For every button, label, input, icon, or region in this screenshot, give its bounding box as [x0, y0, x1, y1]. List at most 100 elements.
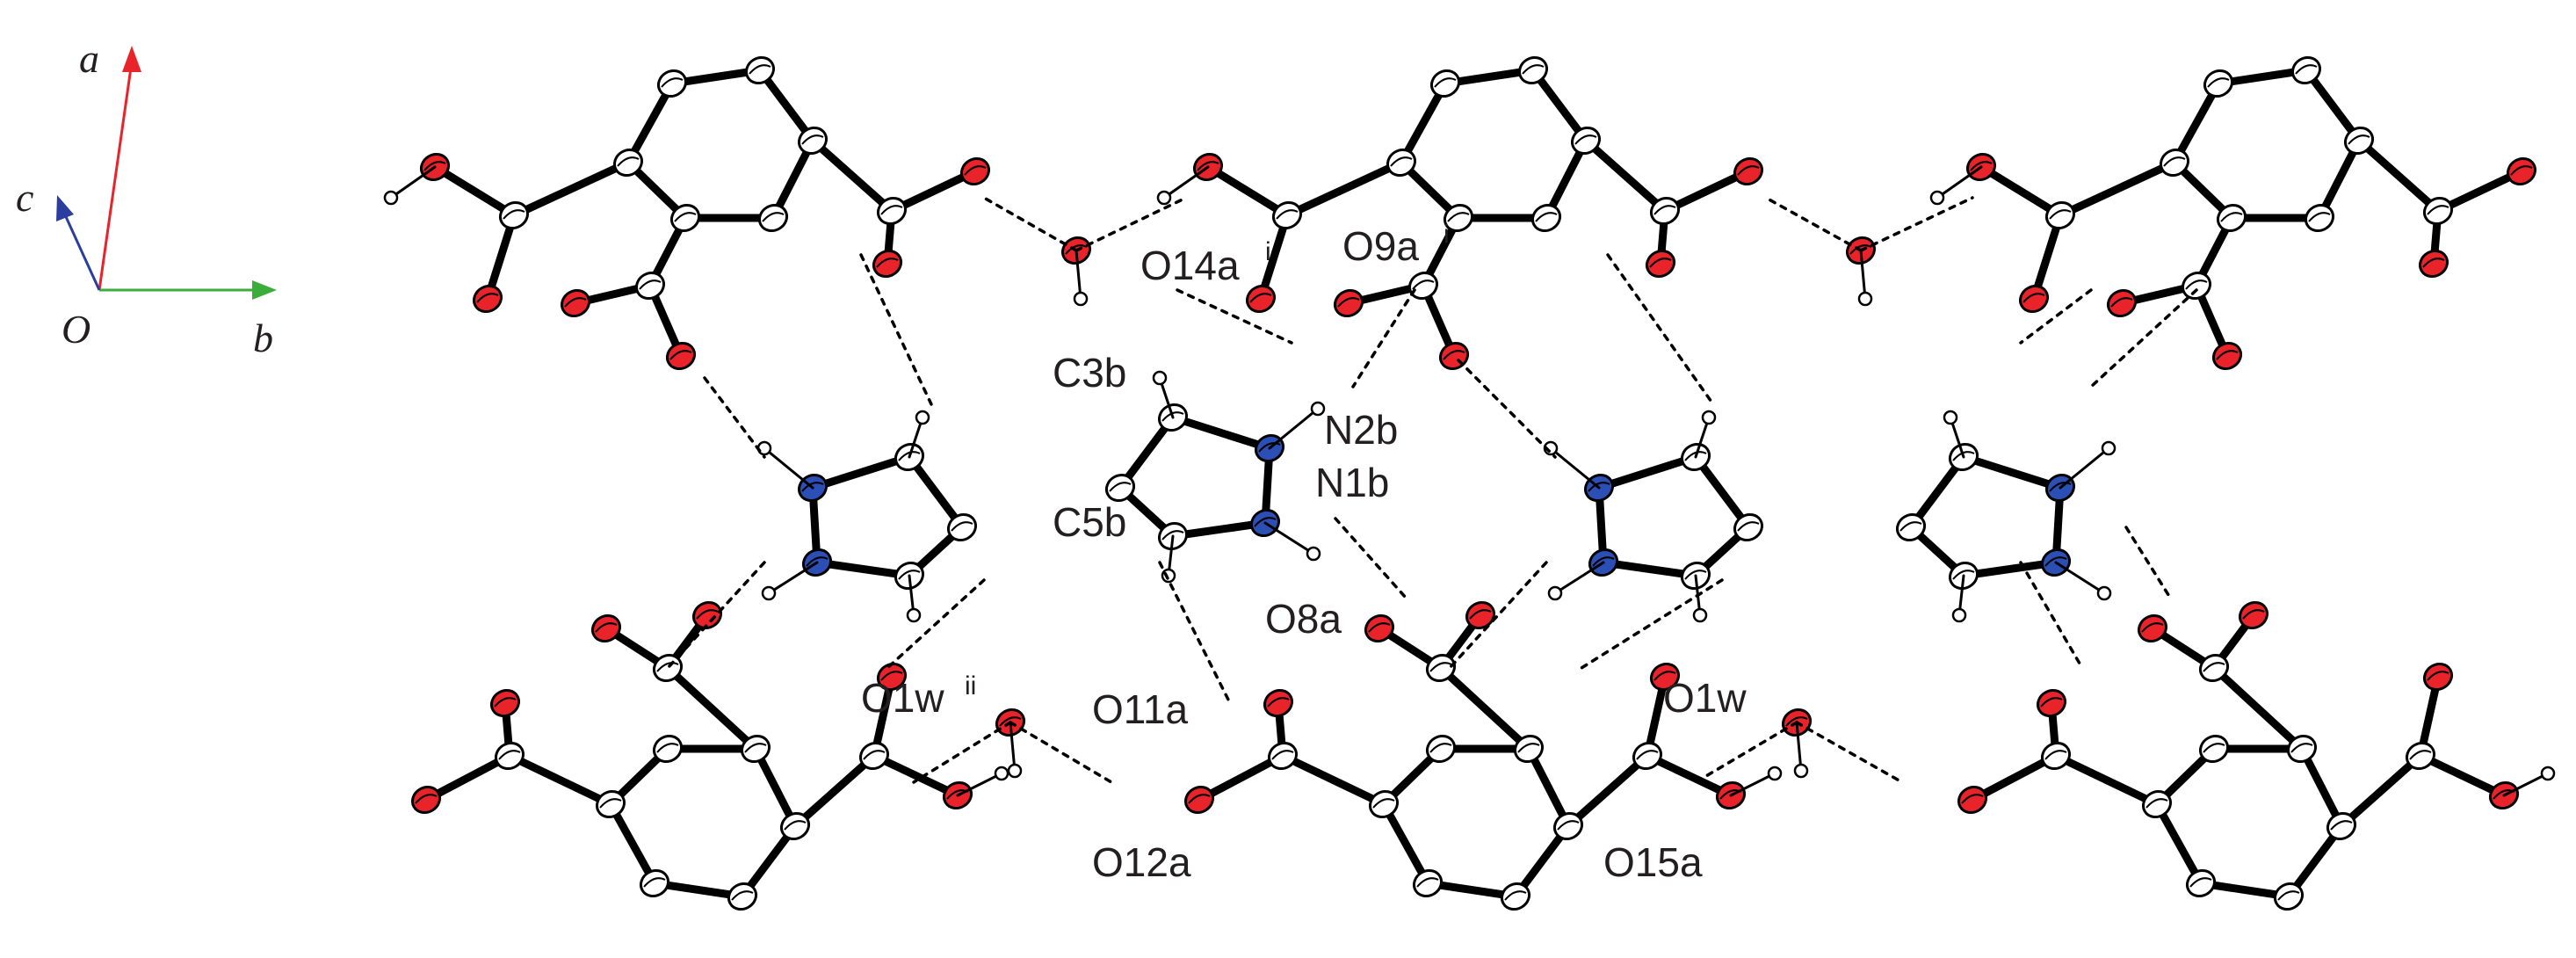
carbon-atom [946, 512, 978, 542]
axis-a-arrowhead [122, 46, 141, 72]
label-o1w-left: O1w [861, 675, 944, 721]
label-o11a: O11a [1092, 686, 1189, 732]
carboxyl-bond [808, 136, 896, 215]
hydrogen-atom [1951, 607, 1967, 623]
hydrogen-atom [761, 585, 777, 601]
oh-bond [2502, 772, 2550, 797]
carboxyl-bond [2056, 158, 2179, 220]
ring-bond [813, 558, 914, 580]
oxygen-atom [872, 249, 903, 279]
co-bond [1661, 167, 1753, 215]
ring-bond [1169, 413, 1274, 453]
oxygen-atom [2106, 288, 2138, 318]
carbon-atom [652, 734, 684, 764]
oxygen-atom [1333, 288, 1364, 318]
oxygen-atom [590, 613, 622, 643]
nh-bond [1549, 446, 1601, 490]
co-bond [1256, 211, 1292, 303]
hydrogen-bond [1457, 359, 1557, 459]
hydrogen-bond [982, 196, 1078, 252]
ring-bond [2302, 66, 2363, 145]
oxygen-atom [2422, 662, 2454, 692]
carbon-atom [1412, 868, 1444, 898]
hydrogen-atom [1692, 607, 1708, 623]
oh-bond [1795, 721, 1803, 773]
carboxyl-bond [1436, 664, 1533, 753]
hydrogen-atom [2101, 440, 2117, 456]
hydrogen-atom [1152, 370, 1168, 386]
co-bond [887, 167, 980, 215]
carbon-atom [727, 882, 758, 911]
oxygen-atom [665, 341, 697, 371]
axis-origin-label: O [62, 307, 90, 352]
hydrogen-atom [1161, 568, 1176, 584]
hydrogen-atom [1306, 546, 1321, 562]
carbon-atom [2216, 203, 2247, 233]
carbon-atom [740, 734, 771, 764]
oxygen-atom [1957, 785, 1988, 815]
hydrogen-atom [1701, 410, 1717, 425]
carboxyl-bond [791, 751, 879, 831]
carbon-atom [744, 55, 776, 85]
label-n1b: N1b [1315, 460, 1389, 505]
nh-bond [1553, 561, 1605, 595]
label-o1w-left-sup: ii [965, 671, 976, 700]
oxygen-atom [2036, 688, 2067, 718]
ring-bond [1595, 453, 1700, 492]
oh-bond [1162, 165, 1210, 200]
ring-bond [1397, 79, 1450, 167]
carboxyl-bond [1564, 751, 1652, 831]
hydrogen-bond [703, 376, 766, 459]
co-bond [2030, 211, 2065, 303]
carbon-atom [1552, 811, 1584, 841]
carbon-atom [1733, 512, 1764, 542]
oxygen-atom [1364, 613, 1395, 643]
carbon-atom [2304, 203, 2335, 233]
hydrogen-atom [383, 190, 399, 206]
hydrogen-bond [1158, 561, 1232, 705]
ring-bond [1959, 453, 2065, 492]
carbon-atom [2141, 789, 2173, 819]
carboxyl-bond [2355, 136, 2442, 215]
hydrogen-atom [1156, 190, 1172, 206]
atom-labels: O14a i O9a i C3b N2b N1b C5b O8a O1w ii … [861, 220, 1747, 885]
hydrogen-bond [1795, 721, 1904, 784]
carbon-atom [1530, 203, 1562, 233]
oxygen-atom [1245, 284, 1277, 314]
carbon-atom [2343, 126, 2375, 156]
hydrogen-bond [859, 253, 933, 406]
co-bond [422, 751, 514, 804]
nh-bond [2059, 446, 2110, 490]
hydrogen-bond [2019, 561, 2084, 670]
carbon-atom [1386, 148, 1417, 178]
co-bond [1195, 751, 1287, 804]
oxygen-atom [2018, 284, 2050, 314]
nh-bond [767, 561, 819, 595]
oxygen-atom [2137, 613, 2168, 643]
carbon-atom [1407, 271, 1439, 301]
carbon-atom [2290, 55, 2322, 85]
hydrogen-bond [886, 578, 986, 670]
oxygen-atom [1649, 662, 1681, 692]
hydrogen-bond [1859, 196, 1974, 252]
co-bond [1977, 163, 2065, 220]
hydrogen-atom [994, 766, 1009, 781]
oh-bond [956, 772, 1003, 797]
carbon-atom [669, 203, 701, 233]
hydrogen-bond [1694, 721, 1798, 784]
carboxyl-bond [505, 751, 615, 809]
carboxyl-bond [663, 664, 760, 753]
co-bond [2434, 167, 2526, 215]
carbon-atom [2040, 741, 2072, 771]
ring-bond [1529, 66, 1590, 145]
hydrogen-bond [1351, 288, 1416, 388]
molecules-layer [383, 55, 2556, 911]
oxygen-atom [959, 156, 991, 186]
carbon-atom [779, 811, 811, 841]
oxygen-atom [2418, 249, 2449, 279]
hydrogen-bond [1580, 578, 1724, 670]
hydrogen-atom [1310, 401, 1326, 417]
hydrogen-bond [1009, 721, 1113, 784]
oxygen-atom [410, 785, 442, 815]
ring-bond [751, 744, 800, 831]
